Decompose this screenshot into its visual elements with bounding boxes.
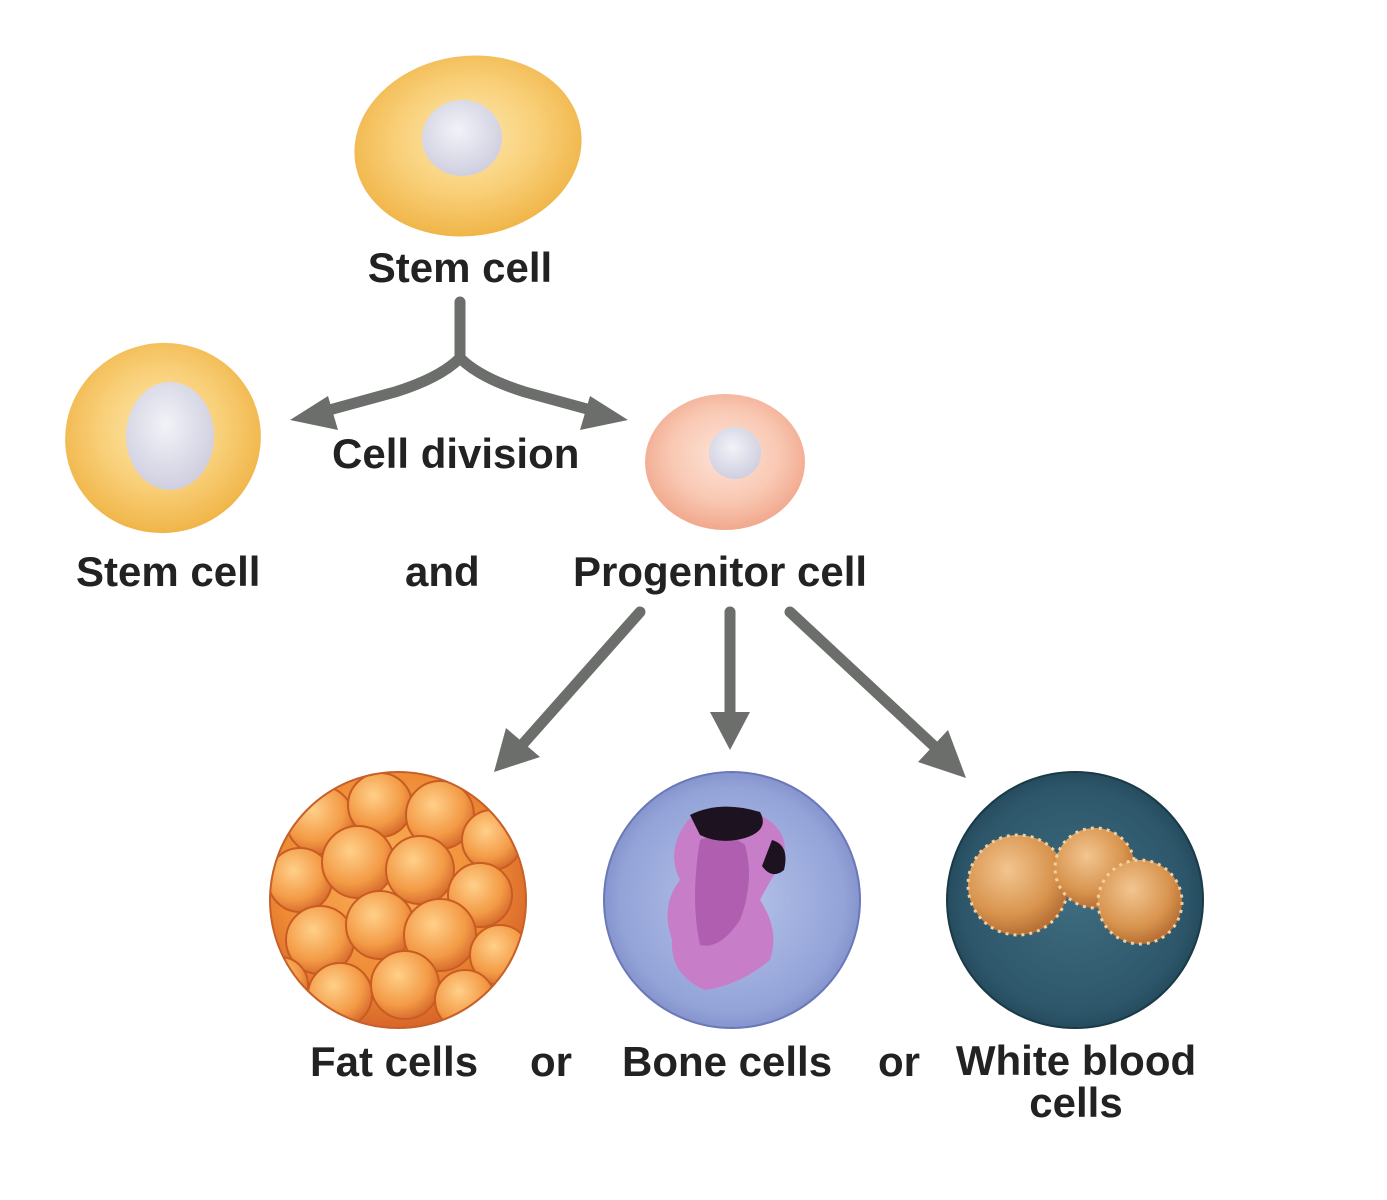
arrow-head-fat: [494, 728, 540, 772]
stem-cell-left-label: Stem cell: [76, 548, 261, 595]
fat-cells-label: Fat cells: [310, 1038, 479, 1085]
differentiation-arrows: [516, 606, 941, 753]
arrow-head-right: [580, 396, 628, 430]
or-label-1: or: [530, 1038, 572, 1085]
stem-cell-left-illustration: [65, 342, 261, 534]
stem-cell-top-illustration: [354, 55, 582, 237]
arrow-head-left: [290, 396, 338, 430]
bone-cells-label: Bone cells: [622, 1038, 833, 1085]
cell-division-arrows: [316, 296, 604, 418]
white-blood-cells-label-line1: White blood: [955, 1037, 1197, 1084]
progenitor-cell-label: Progenitor cell: [573, 548, 868, 595]
and-label: and: [405, 548, 480, 595]
cell-division-label: Cell division: [332, 430, 580, 477]
arrow-head-bone: [710, 712, 750, 750]
stem-cell-top-label: Stem cell: [367, 244, 553, 291]
white-blood-cells-micrograph: [947, 772, 1203, 1028]
arrow-head-wbc: [918, 730, 966, 778]
white-blood-cells-label: White blood cells: [956, 1040, 1196, 1124]
white-blood-cells-label-line2: cells: [1029, 1079, 1123, 1126]
or-label-2: or: [878, 1038, 920, 1085]
progenitor-cell-illustration: [645, 394, 805, 530]
bone-cells-micrograph: [604, 772, 860, 1028]
